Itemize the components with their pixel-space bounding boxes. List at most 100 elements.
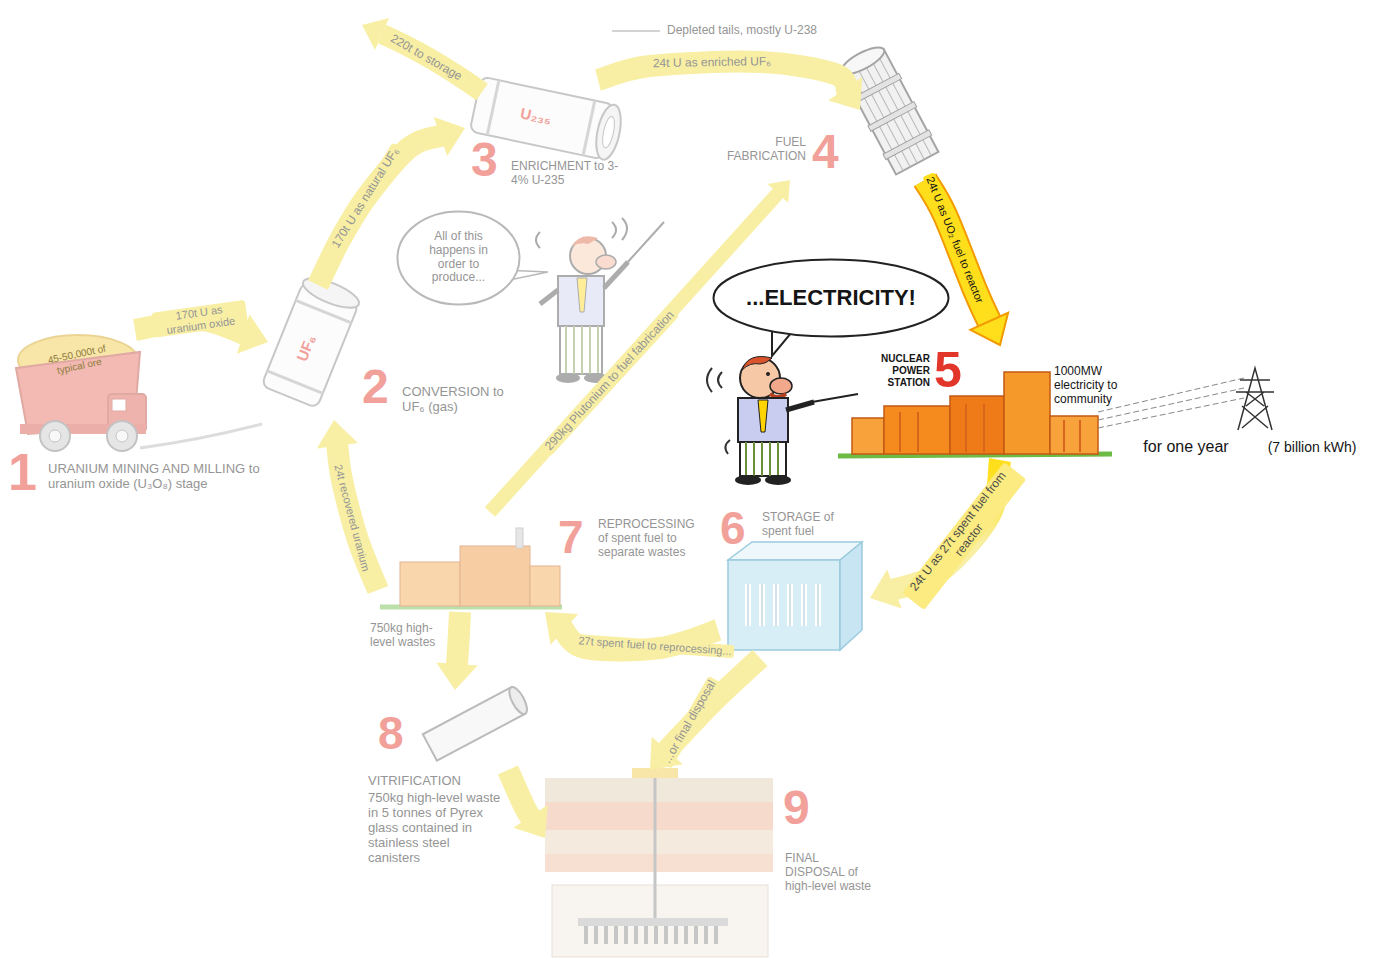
flow-label: 24t U as 27t spent fuel from reactor (902, 462, 1026, 610)
illustration-part (556, 373, 580, 383)
bubble-shape (714, 260, 949, 337)
note-label: Depleted tails, mostly U-238 (667, 24, 817, 38)
illustration-part (740, 442, 786, 476)
stage-number: 7 (558, 514, 584, 560)
illustration-part (577, 278, 587, 312)
illustration-part (487, 80, 499, 135)
stage-title: FUEL FABRICATION (708, 136, 806, 164)
illustration-part (296, 300, 352, 322)
repository (545, 768, 773, 957)
storage-pool (728, 542, 862, 650)
illustration-part (770, 378, 792, 394)
arrow-head (768, 180, 790, 203)
stage-title: NUCLEAR POWER STATION (860, 353, 930, 389)
glass-canister (423, 684, 531, 760)
stage-title: ENRICHMENT to 3-4% U-235 (511, 160, 631, 188)
stage-number: 6 (720, 505, 746, 551)
arrow-line (490, 191, 780, 512)
illustration-part (766, 372, 770, 376)
illustration-part (1236, 368, 1274, 430)
note-label: 1000MW electricity to community (1054, 365, 1146, 406)
illustration-part (1050, 416, 1098, 454)
flow-label: 24t U as enriched UF₆ (650, 55, 774, 71)
illustration-part (746, 442, 778, 476)
stage-title: CONVERSION to UF₆ (gas) (402, 385, 504, 415)
stage-node: FUEL FABRICATION4 (708, 110, 940, 180)
illustration-part (707, 368, 730, 454)
arrow-line (508, 770, 533, 820)
illustration-part (604, 262, 628, 288)
flow-arrow (490, 180, 790, 512)
stage-number: 4 (812, 128, 839, 176)
stage-node: 3ENRICHMENT to 3-4% U-235 (465, 80, 635, 192)
illustration-part (596, 255, 616, 269)
note-label: 750kg high-level wastes (370, 622, 442, 650)
illustration-part (362, 18, 389, 50)
illustration-part (49, 430, 61, 442)
arrow-head (545, 612, 578, 645)
stage-node: NUCLEAR POWER STATION5 (848, 345, 1048, 460)
illustration-part (612, 30, 660, 32)
illustration-part (728, 542, 862, 560)
illustration-part (863, 61, 917, 163)
flow-label: 170t U as natural UF₆ (328, 143, 404, 253)
flow-label: ...or final disposal (659, 676, 721, 769)
stage-title: URANIUM MINING AND MILLING to uranium ox… (48, 462, 261, 492)
stage-node: 8VITRIFICATION750kg high-level waste in … (366, 690, 508, 908)
illustration-part (840, 542, 862, 650)
illustration-part (572, 236, 598, 246)
flow-arrow (508, 770, 548, 838)
illustration-part (748, 584, 818, 626)
illustration-part (735, 475, 761, 485)
illustration-part (107, 421, 137, 451)
stage-body: 750kg high-level waste in 5 tonnes of Py… (368, 791, 502, 866)
illustration-part (868, 102, 917, 132)
illustration-part (856, 65, 910, 167)
illustration-part (578, 918, 728, 926)
illustration-part (812, 394, 858, 402)
stage-title: STORAGE of spent fuel (762, 511, 866, 539)
arrow-head (434, 117, 465, 156)
illustration-part (770, 394, 786, 397)
illustration-part (592, 102, 625, 161)
illustration-part (870, 57, 924, 159)
arrow-head (828, 77, 862, 110)
illustration-part (1098, 378, 1244, 428)
illustration-part (600, 115, 616, 148)
illustration-part (728, 560, 840, 650)
arrow-head (513, 805, 547, 838)
stage-number: 9 (783, 784, 810, 832)
uf6-cylinder (261, 273, 362, 409)
flow-arrow (650, 658, 760, 770)
speech-bubble: ...ELECTRICITY! (712, 258, 950, 338)
stage-title: FINAL DISPOSAL of high-level waste (785, 852, 881, 893)
illustration-part (566, 326, 598, 374)
stage-node: 7REPROCESSING of spent fuel to separate … (378, 512, 710, 612)
illustration-part (400, 562, 460, 606)
stage-node: 6 STORAGE of spent fuel (718, 503, 870, 658)
illustration-part (900, 404, 1080, 452)
note-label: (7 billion kWh) (1268, 439, 1357, 455)
illustration-part (654, 778, 657, 922)
speech-bubble: All of this happens in order to produce.… (396, 210, 521, 306)
presenter-faded (536, 218, 664, 383)
arrow-line (457, 612, 460, 668)
illustration-part (748, 584, 818, 626)
arrow-head (317, 420, 358, 449)
illustration-part (632, 768, 678, 778)
fuel-bundle (836, 42, 940, 176)
bubble-shape (398, 212, 520, 305)
illustration-part (738, 398, 788, 442)
stage-number: 8 (378, 710, 404, 756)
illustration-part (267, 371, 323, 393)
illustration-part (560, 326, 602, 374)
illustration-part (883, 130, 932, 160)
illustration-part (786, 402, 814, 410)
illustration-part (742, 357, 772, 371)
illustration-part (626, 222, 664, 264)
illustration-part (586, 926, 716, 944)
illustration-part (1004, 372, 1050, 454)
illustration-part (545, 854, 773, 872)
speech-text: All of this happens in order to produce.… (420, 230, 498, 285)
